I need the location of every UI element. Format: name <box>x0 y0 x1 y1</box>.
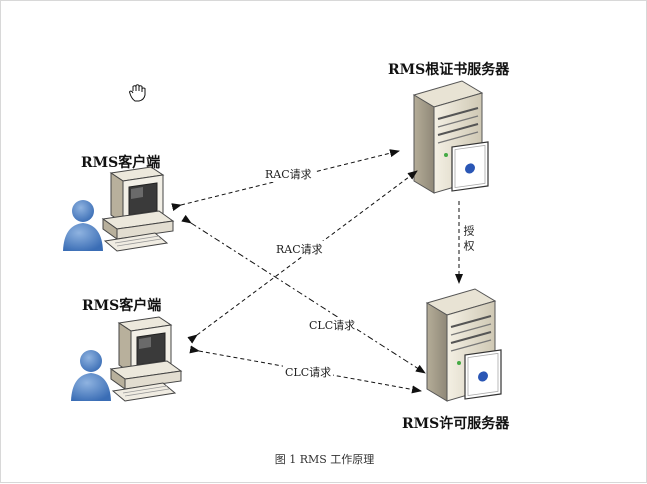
figure-caption: 图 1 RMS 工作原理 <box>274 453 375 466</box>
client-1-label: RMS客户端 <box>81 155 161 171</box>
client-1-icon <box>63 166 175 252</box>
clc-request-label-cross: CLC请求 <box>307 317 358 333</box>
license-server-label: RMS许可服务器 <box>402 416 510 432</box>
client-2-icon <box>71 316 183 402</box>
root-server-icon <box>412 80 489 194</box>
root-server-label: RMS根证书服务器 <box>388 62 510 78</box>
clc-request-label-bottom: CLC请求 <box>283 364 334 380</box>
rac-request-label-top: RAC请求 <box>263 166 314 182</box>
hand-cursor-icon <box>128 84 146 102</box>
client-2-label: RMS客户端 <box>82 298 162 314</box>
arrow-clc-cross <box>181 214 426 374</box>
license-server-icon <box>425 288 502 402</box>
authorize-label: 授权 <box>460 223 476 257</box>
rac-request-label-cross: RAC请求 <box>274 241 325 257</box>
